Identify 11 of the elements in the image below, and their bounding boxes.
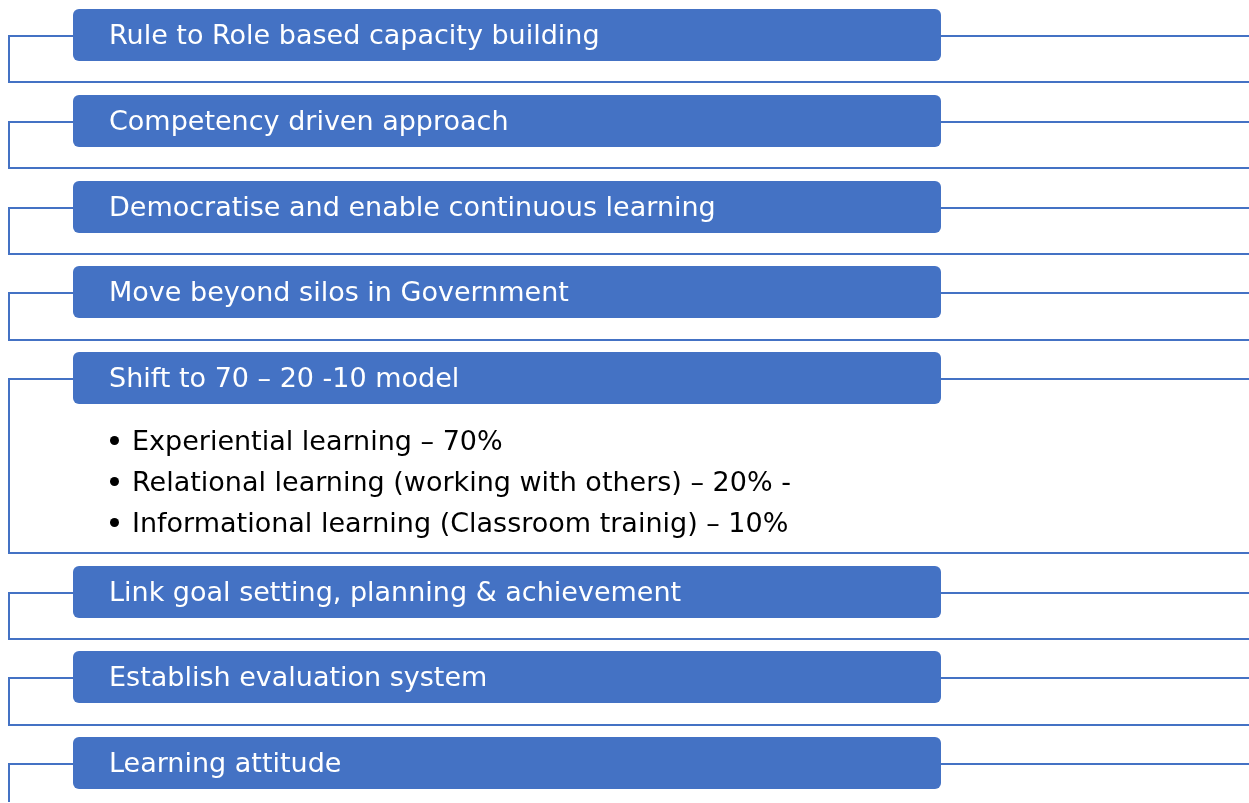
- header-bar: Shift to 70 – 20 -10 model: [73, 352, 941, 404]
- header-bar: Move beyond silos in Government: [73, 266, 941, 318]
- header-bar: Democratise and enable continuous learning: [73, 181, 941, 233]
- bullet-item: Experiential learning – 70%: [132, 424, 504, 458]
- header-bar: Competency driven approach: [73, 95, 941, 147]
- bullet-item: Informational learning (Classroom trainig) – 10%: [132, 506, 790, 540]
- header-bar: Link goal setting, planning & achievement: [73, 566, 941, 618]
- header-bar: Establish evaluation system: [73, 651, 941, 703]
- header-bar: Learning attitude: [73, 737, 941, 789]
- header-bar: Rule to Role based capacity building: [73, 9, 941, 61]
- bullet-item: Relational learning (working with others) – 20% -: [132, 465, 791, 499]
